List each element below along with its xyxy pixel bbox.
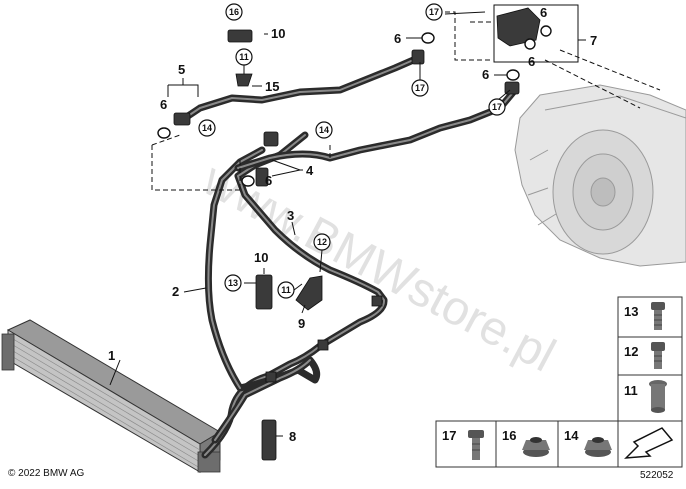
- svg-text:17: 17: [442, 428, 456, 443]
- label-part-1: 1: [108, 348, 115, 363]
- svg-text:14: 14: [319, 125, 329, 135]
- callout-12: 12: [313, 233, 331, 251]
- copyright-text: © 2022 BMW AG: [8, 468, 85, 479]
- callout-13: 13: [224, 274, 242, 292]
- legend-item-17: 17: [435, 420, 497, 468]
- svg-text:17: 17: [415, 83, 425, 93]
- legend-item-11: 11: [617, 374, 683, 422]
- label-part-9: 9: [298, 316, 305, 331]
- callout-11: 11: [235, 48, 253, 66]
- svg-text:14: 14: [564, 428, 579, 443]
- svg-text:11: 11: [239, 52, 249, 62]
- transmission-housing: [514, 84, 686, 267]
- label-part-5: 5: [178, 62, 185, 77]
- watermark-text: www.BMWstore.pl: [194, 152, 564, 382]
- part-labels: 1 2 3 4 5 6 6 6 6 6 6 7 8 9 10 10 15: [108, 5, 597, 444]
- bolt-icon: [651, 302, 665, 330]
- label-part-3: 3: [287, 208, 294, 223]
- label-part-6: 6: [160, 97, 167, 112]
- transmission-oil-cooler: [1, 319, 221, 473]
- nut-icon: [584, 437, 612, 457]
- sleeve-icon: [649, 380, 667, 413]
- svg-text:16: 16: [229, 7, 239, 17]
- callout-17: 17: [488, 98, 506, 116]
- callout-14: 14: [315, 121, 333, 139]
- legend-item-13: 13: [617, 296, 683, 338]
- label-part-4: 4: [306, 163, 314, 178]
- svg-text:11: 11: [624, 383, 638, 398]
- bolt-icon: [468, 430, 484, 460]
- svg-text:14: 14: [202, 123, 212, 133]
- callout-16: 16: [225, 3, 243, 21]
- label-part-10: 10: [271, 26, 285, 41]
- dashed-guides: [151, 11, 661, 191]
- label-part-6: 6: [540, 5, 547, 20]
- callout-11: 11: [277, 281, 295, 299]
- fastener-legend: 13 12 11: [435, 296, 683, 468]
- label-part-10: 10: [254, 250, 268, 265]
- label-part-8: 8: [289, 429, 296, 444]
- svg-text:12: 12: [624, 344, 638, 359]
- label-part-6: 6: [482, 67, 489, 82]
- direction-arrow-icon: [624, 427, 674, 459]
- callout-17: 17: [425, 3, 443, 21]
- label-part-6: 6: [528, 54, 535, 69]
- label-part-7: 7: [590, 33, 597, 48]
- legend-item-14: 14: [557, 420, 619, 468]
- svg-text:13: 13: [624, 304, 638, 319]
- legend-direction: [617, 420, 683, 468]
- svg-text:11: 11: [281, 285, 291, 295]
- circled-callouts: 16 11 17 17 17 14 14 12 13 11: [198, 3, 506, 299]
- legend-item-16: 16: [495, 420, 559, 468]
- label-part-6: 6: [394, 31, 401, 46]
- leader-lines: [109, 11, 586, 437]
- oil-lines: [181, 54, 519, 459]
- svg-text:13: 13: [228, 278, 238, 288]
- diagram-number: 522052: [640, 470, 674, 481]
- label-part-15: 15: [265, 79, 279, 94]
- label-part-2: 2: [172, 284, 179, 299]
- svg-text:12: 12: [317, 237, 327, 247]
- label-part-6: 6: [265, 173, 272, 188]
- callout-17: 17: [411, 79, 429, 97]
- assembly-bracket-7: [493, 4, 579, 63]
- svg-text:16: 16: [502, 428, 516, 443]
- svg-text:17: 17: [429, 7, 439, 17]
- callout-14: 14: [198, 119, 216, 137]
- o-rings: [157, 25, 552, 187]
- bolt-icon: [651, 342, 665, 369]
- svg-text:17: 17: [492, 102, 502, 112]
- assembly-bracket-5: [167, 84, 199, 97]
- legend-item-12: 12: [617, 336, 683, 376]
- nut-icon: [522, 437, 550, 457]
